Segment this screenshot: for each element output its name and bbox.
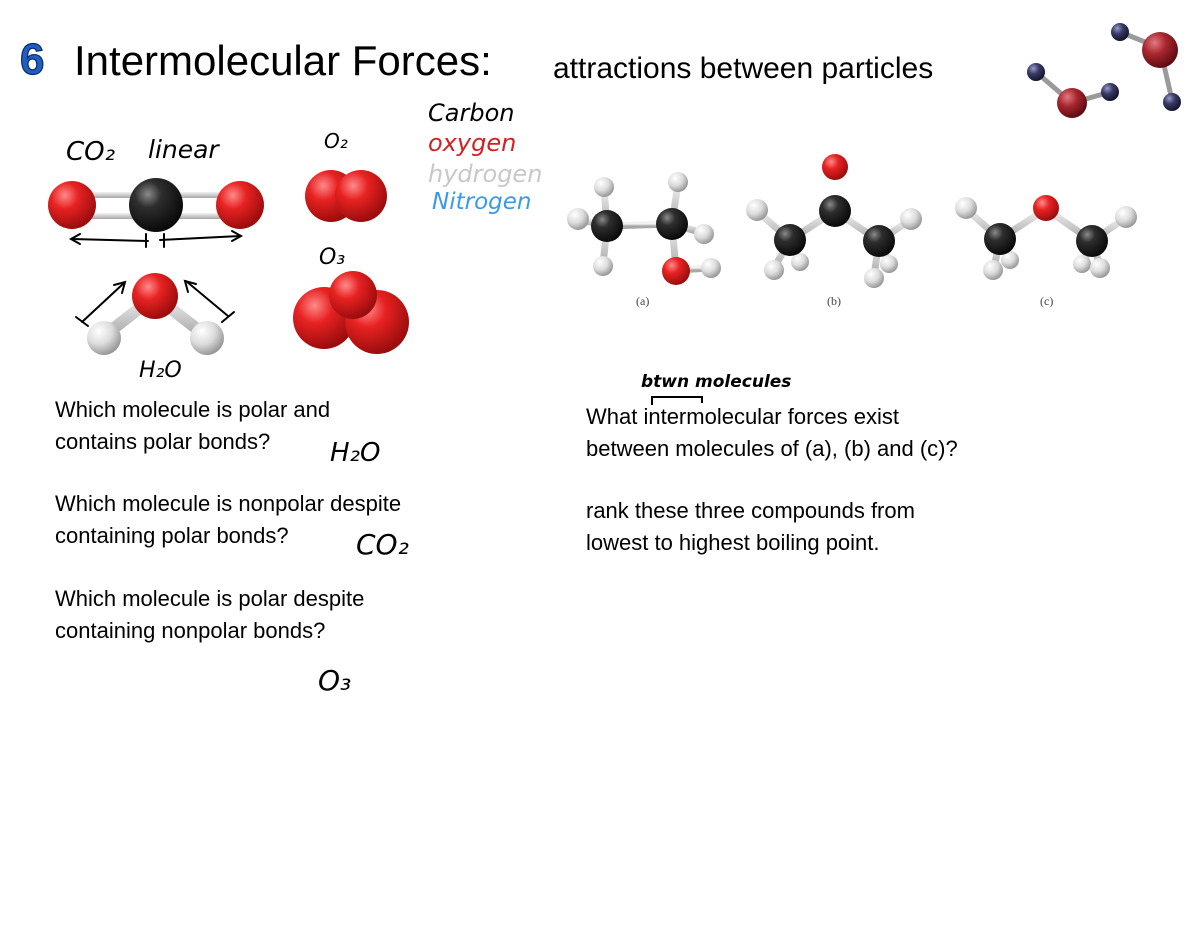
annotation-brace: [651, 396, 703, 405]
o2-label: O₂: [324, 129, 348, 153]
slide-number: 6: [19, 35, 45, 84]
question-imf-line-2: between molecules of (a), (b) and (c)?: [586, 436, 958, 461]
question-3-line-2: containing nonpolar bonds?: [55, 618, 326, 643]
question-rank: rank these three compounds from lowest t…: [586, 495, 915, 559]
h2o-dipole-arrows: [75, 279, 235, 327]
question-3: Which molecule is polar despite containi…: [55, 583, 364, 647]
co2-model: [48, 178, 264, 232]
legend-oxygen: oxygen: [428, 129, 517, 157]
panel-label-a: (a): [636, 294, 650, 308]
question-2-line-2: containing polar bonds?: [55, 523, 289, 548]
question-3-line-1: Which molecule is polar despite: [55, 586, 365, 611]
o3-label: O₃: [319, 245, 346, 270]
page-subtitle: attractions between particles: [553, 52, 934, 85]
co2-label: CO₂: [66, 137, 116, 167]
co2-dipole-arrows: [68, 230, 244, 248]
question-imf-line-1: What intermolecular forces exist: [586, 404, 899, 429]
legend-hydrogen: hydrogen: [428, 160, 543, 188]
question-imf: What intermolecular forces exist between…: [586, 401, 958, 465]
h2o-model: [87, 273, 224, 355]
answer-3: O₃: [318, 664, 352, 697]
linear-label: linear: [148, 135, 219, 164]
annotation-btwn-molecules: btwn molecules: [641, 372, 792, 392]
legend-nitrogen: Nitrogen: [432, 189, 532, 215]
h2o-label: H₂O: [139, 358, 182, 383]
o3-model: [293, 271, 409, 354]
panel-label-b: (b): [827, 294, 841, 308]
o2-model: [305, 170, 387, 222]
question-rank-line-1: rank these three compounds from: [586, 498, 915, 523]
answer-1: H₂O: [330, 438, 381, 468]
question-2: Which molecule is nonpolar despite conta…: [55, 488, 401, 552]
answer-2: CO₂: [356, 528, 409, 561]
water-pair-decoration: [1027, 23, 1181, 118]
question-2-line-1: Which molecule is nonpolar despite: [55, 491, 402, 516]
page-title: Intermolecular Forces:: [74, 37, 492, 84]
legend-carbon: Carbon: [428, 99, 515, 127]
question-1-line-1: Which molecule is polar and: [55, 397, 331, 422]
question-rank-line-2: lowest to highest boiling point.: [586, 530, 880, 555]
panel-label-c: (c): [1040, 294, 1054, 308]
question-1-line-2: contains polar bonds?: [55, 429, 271, 454]
question-1: Which molecule is polar and contains pol…: [55, 394, 330, 458]
